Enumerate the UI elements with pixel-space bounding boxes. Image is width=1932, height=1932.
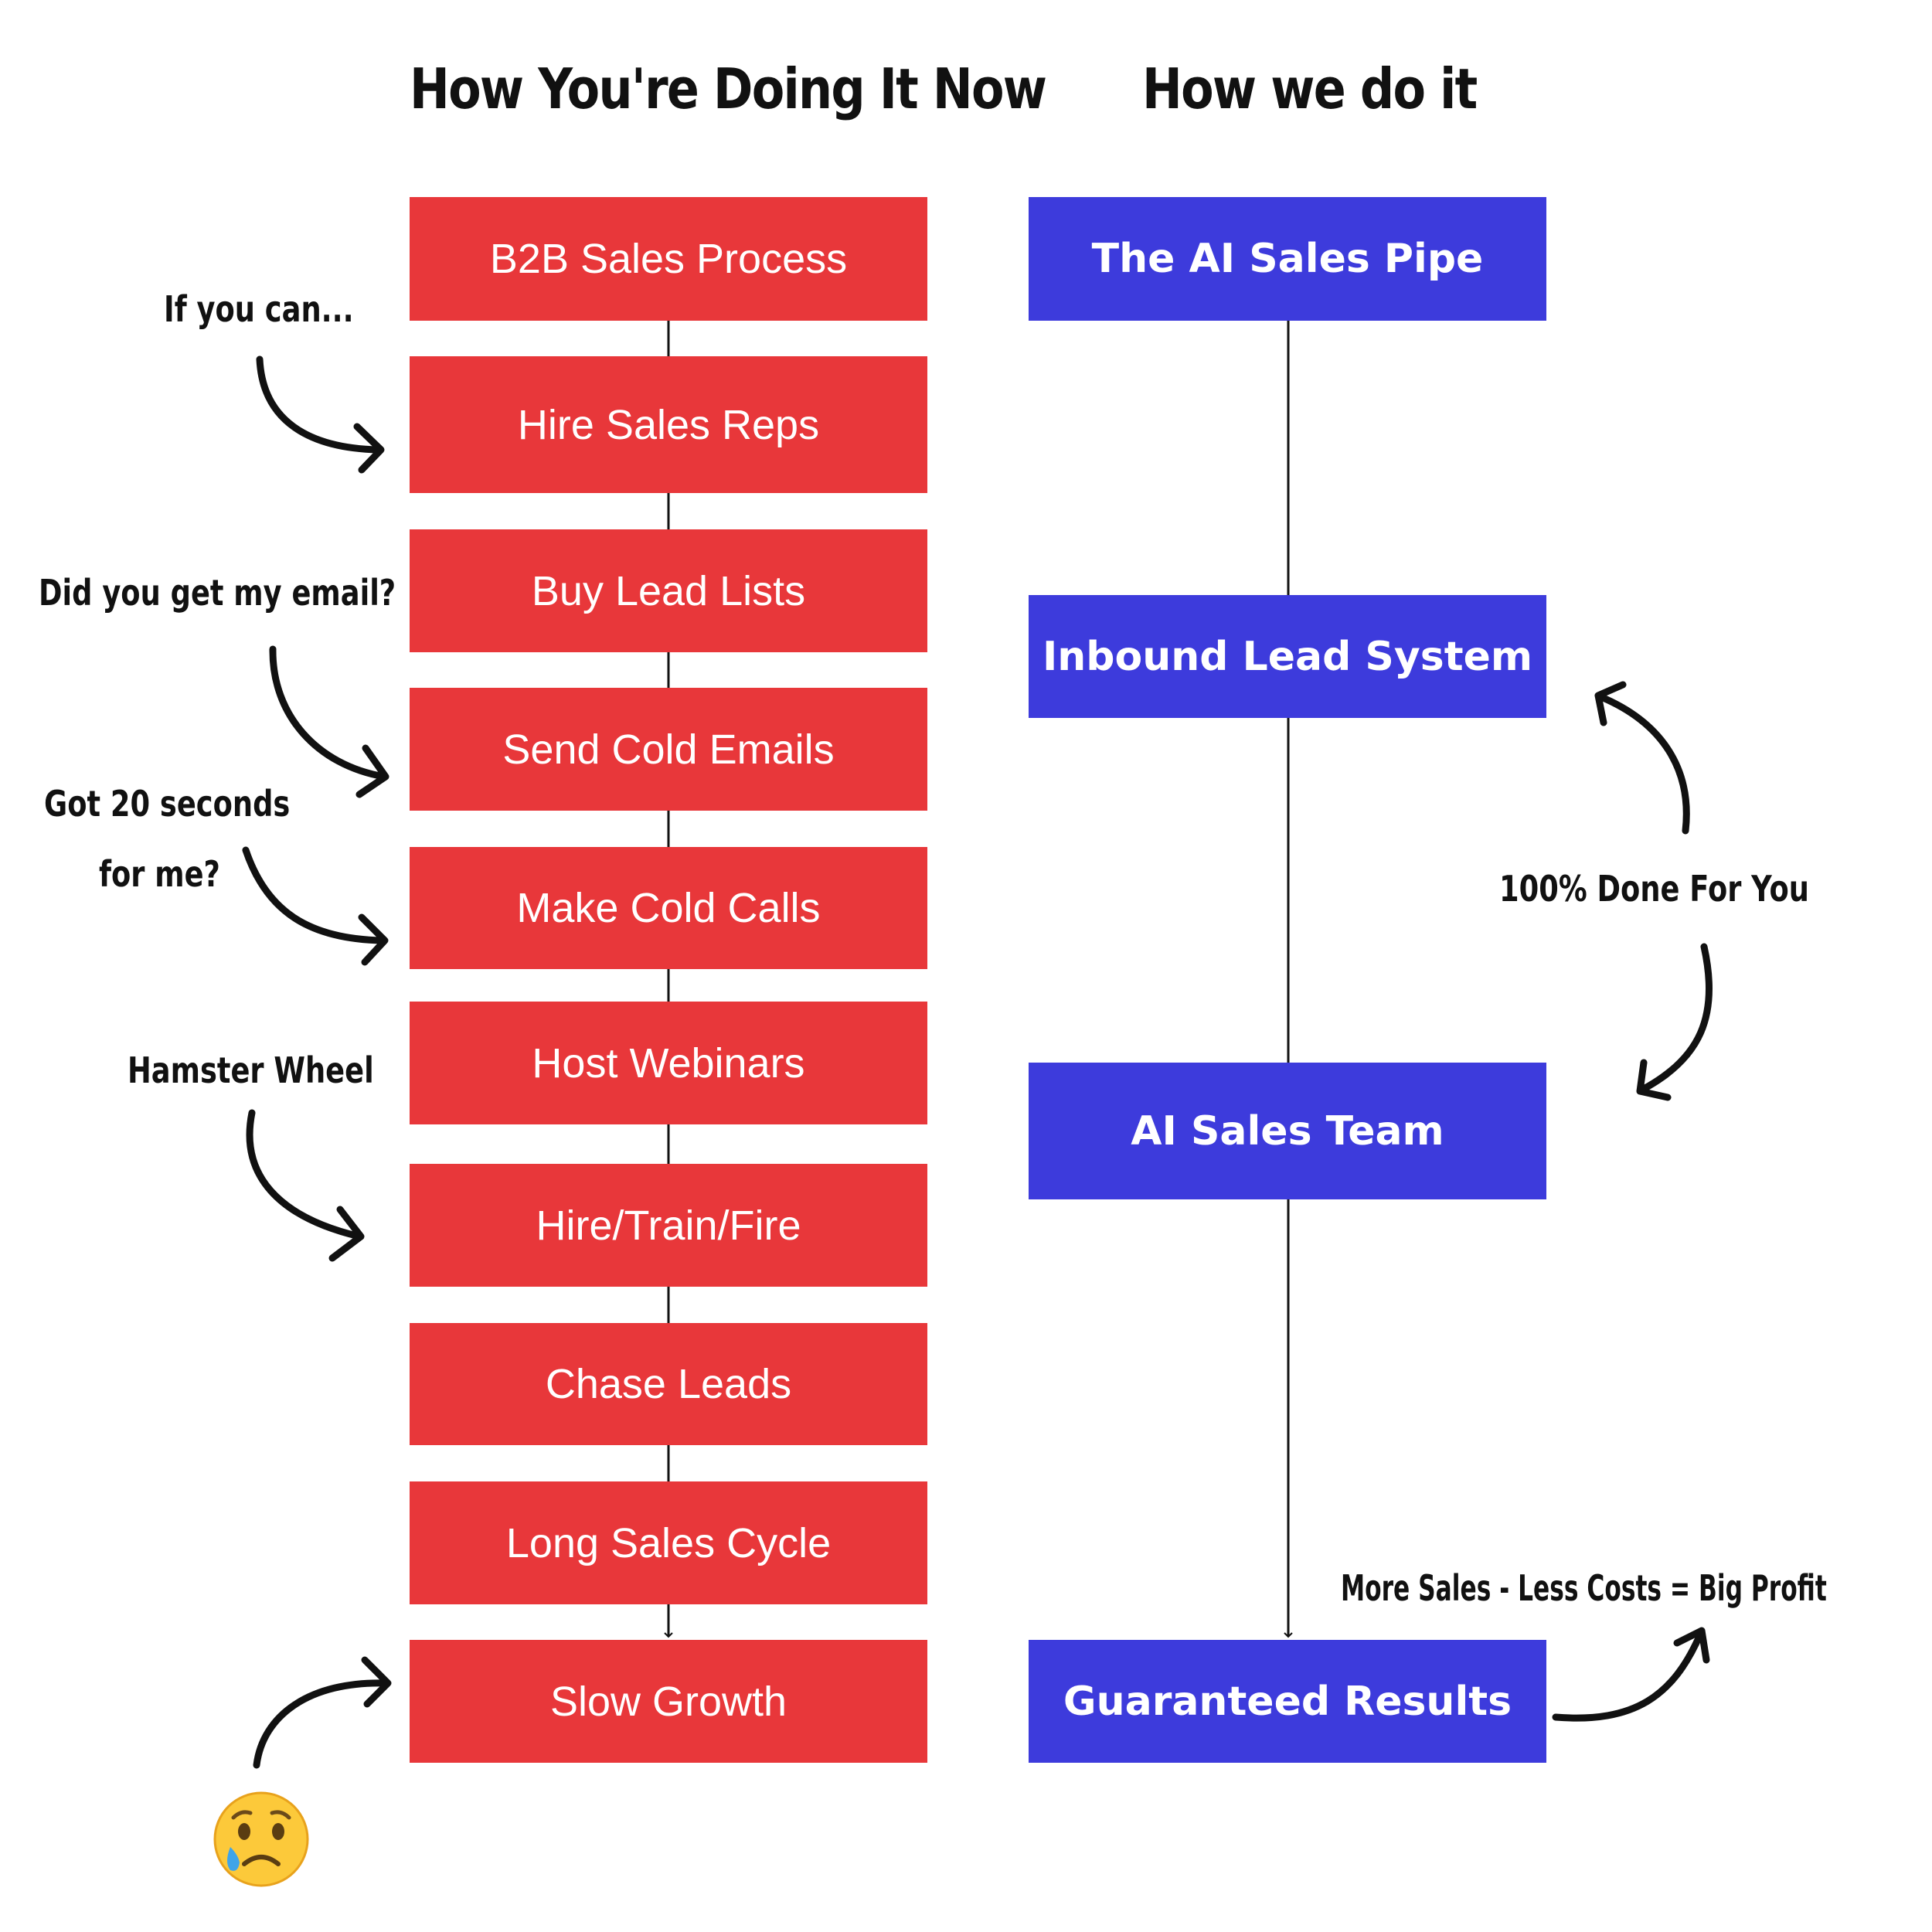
step-guaranteed-results: Guaranteed Results (1029, 1640, 1546, 1763)
current-process-heading: How You're Doing It Now (410, 56, 1047, 121)
step-ai-sales-pipe: The AI Sales Pipe (1029, 197, 1546, 321)
step-b2b-sales-process: B2B Sales Process (410, 197, 927, 321)
step-hire-sales-reps: Hire Sales Reps (410, 356, 927, 493)
annotation-more-sales: More Sales - Less Costs = Big Profit (1341, 1567, 1827, 1609)
step-buy-lead-lists: Buy Lead Lists (410, 529, 927, 652)
curved-arrow-icon (269, 645, 389, 798)
step-long-sales-cycle: Long Sales Cycle (410, 1481, 927, 1604)
crying-face-icon (213, 1791, 309, 1887)
step-inbound-lead-system: Inbound Lead System (1029, 595, 1546, 718)
step-slow-growth: Slow Growth (410, 1640, 927, 1763)
annotation-hamster-wheel: Hamster Wheel (128, 1049, 374, 1091)
curved-arrow-icon (246, 1109, 365, 1262)
our-process-heading: How we do it (1142, 56, 1478, 121)
curved-arrow-icon (242, 846, 389, 966)
step-make-cold-calls: Make Cold Calls (410, 847, 927, 969)
step-send-cold-emails: Send Cold Emails (410, 688, 927, 811)
curved-arrow-icon (1594, 681, 1690, 835)
annotation-did-you-get-email: Did you get my email? (39, 572, 396, 614)
annotation-got-20-seconds-line1: Got 20 seconds (44, 783, 291, 825)
curved-arrow-icon (253, 1656, 392, 1769)
step-host-webinars: Host Webinars (410, 1002, 927, 1124)
curved-arrow-icon (256, 355, 385, 474)
curved-arrow-icon (1636, 943, 1713, 1101)
annotation-if-you-can: If you can... (164, 288, 354, 330)
annotation-got-20-seconds-line2: for me? (99, 853, 220, 895)
step-chase-leads: Chase Leads (410, 1323, 927, 1445)
step-ai-sales-team: AI Sales Team (1029, 1063, 1546, 1199)
curved-arrow-icon (1552, 1627, 1710, 1722)
step-hire-train-fire: Hire/Train/Fire (410, 1164, 927, 1287)
annotation-done-for-you: 100% Done For You (1499, 868, 1809, 910)
